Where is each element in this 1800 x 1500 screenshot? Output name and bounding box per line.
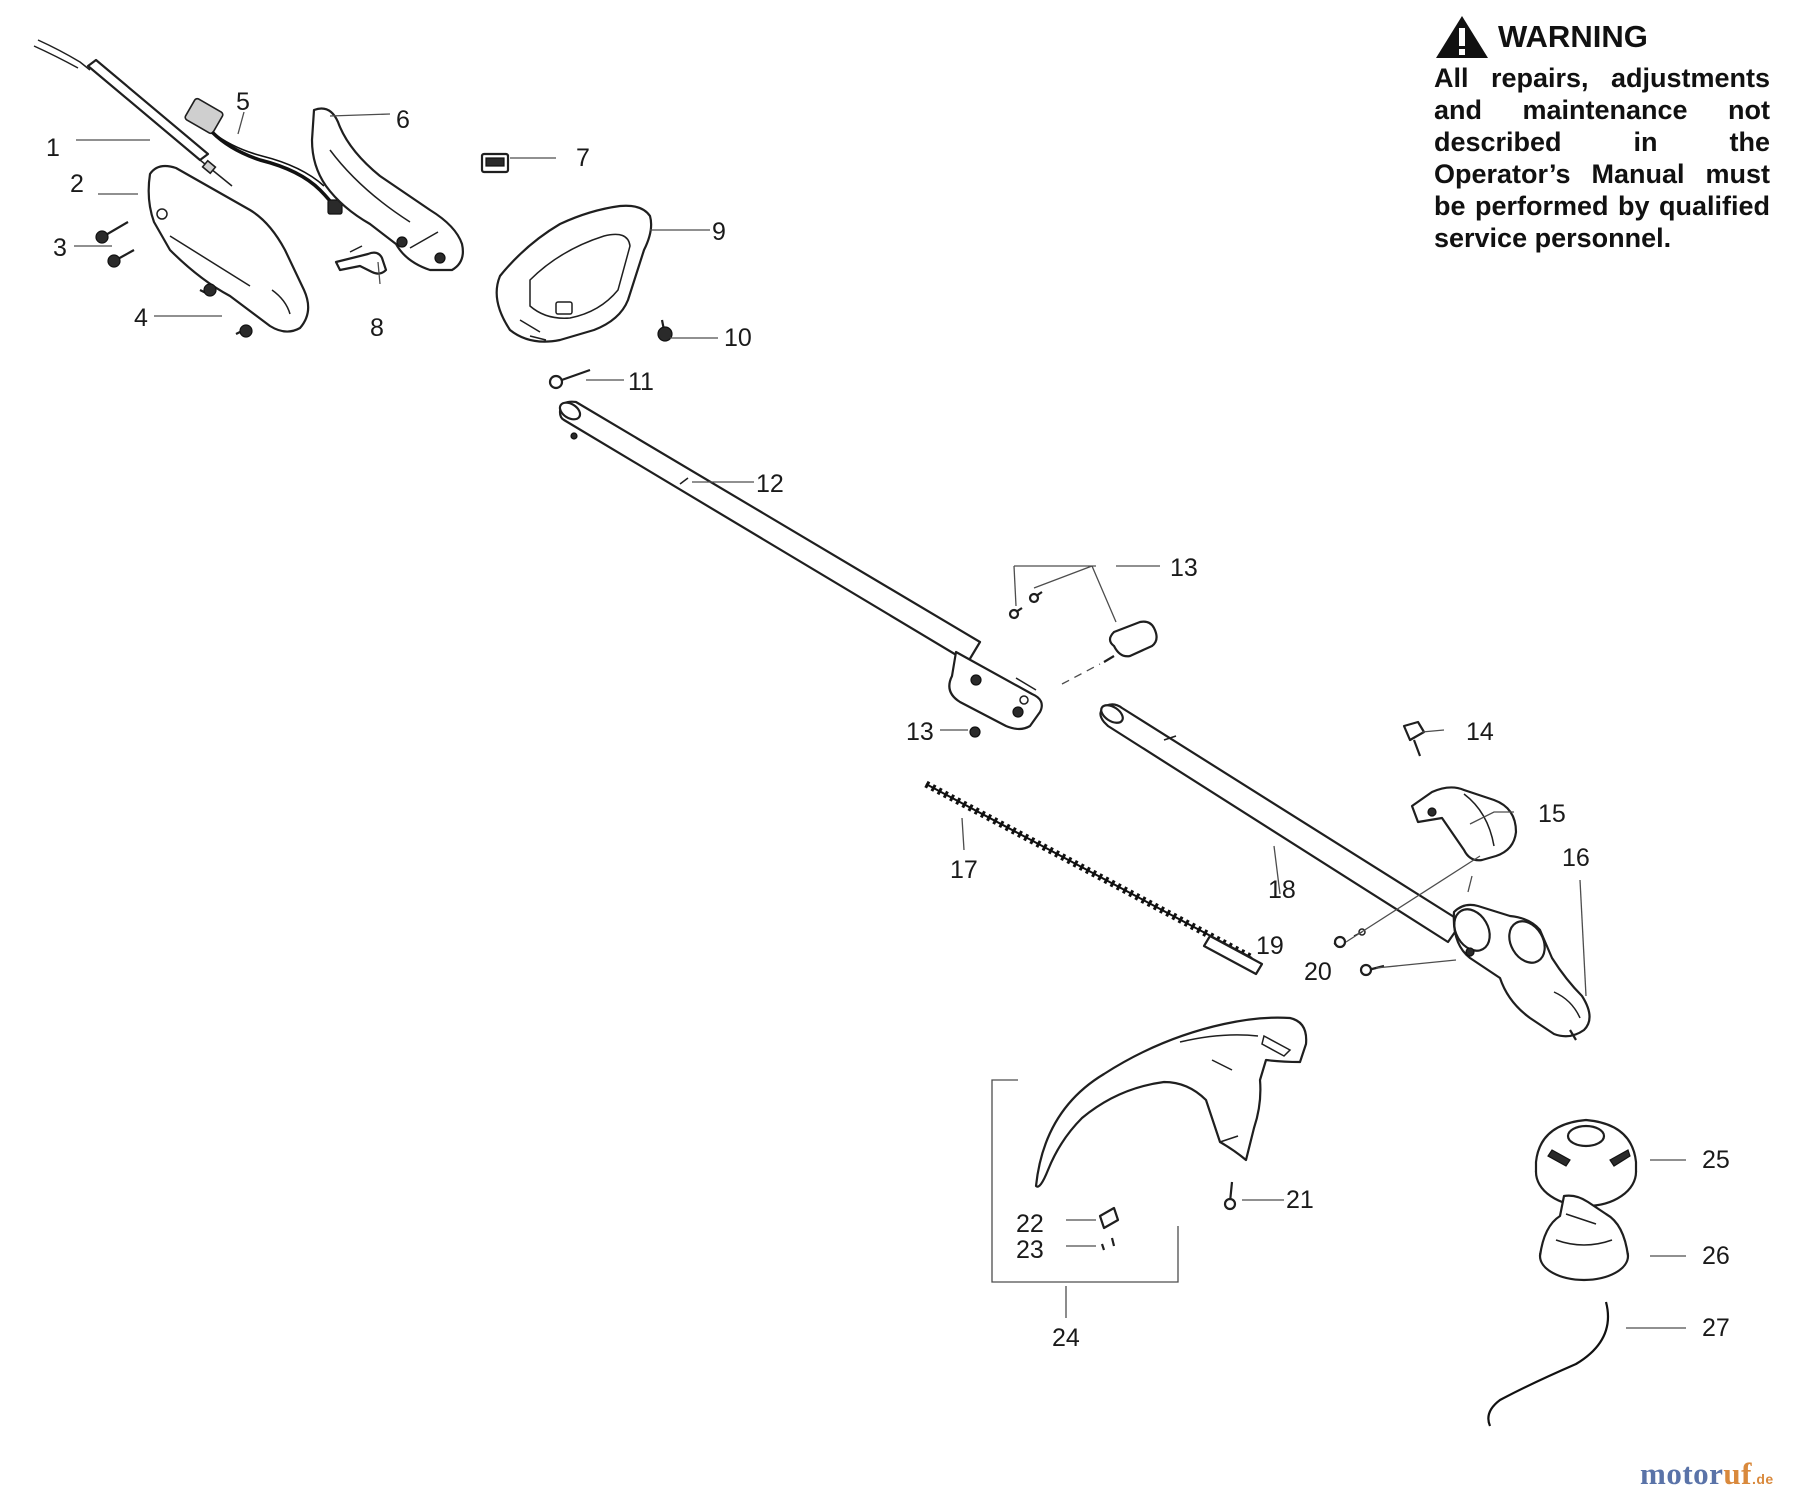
part-labels: 1 2 3 4 5 6 7 8 9 10 11 12 13 13 14 15 1…	[46, 88, 1730, 1352]
part-bolt-10	[657, 319, 673, 342]
part-trimmer-line	[1487, 1301, 1610, 1427]
label-23: 23	[1016, 1236, 1044, 1264]
label-26: 26	[1702, 1242, 1730, 1270]
watermark-logo: motoruf.de	[1640, 1456, 1774, 1492]
part-loop-handle	[495, 204, 653, 343]
part-pin-11	[548, 368, 591, 390]
part-handle-half	[147, 164, 310, 333]
label-18: 18	[1268, 876, 1296, 904]
label-10: 10	[724, 324, 752, 352]
label-17: 17	[950, 856, 978, 884]
part-screws-3	[95, 221, 135, 268]
warning-notice: WARNING All repairs, adjustments and mai…	[1434, 14, 1770, 254]
part-guard	[1034, 1016, 1308, 1188]
label-11: 11	[628, 368, 654, 396]
part-spool	[1538, 1194, 1630, 1282]
label-24: 24	[1052, 1324, 1080, 1352]
warning-title: WARNING	[1498, 19, 1648, 54]
part-screws-23	[1100, 1237, 1116, 1251]
part-throttle-cable	[33, 39, 233, 187]
part-wiring-harness	[184, 97, 343, 215]
part-screws-19-20	[1333, 928, 1385, 977]
label-6: 6	[396, 106, 410, 134]
label-22: 22	[1016, 1210, 1044, 1238]
label-15: 15	[1538, 800, 1566, 828]
part-knob-13	[969, 591, 1158, 738]
part-lower-shaft	[1099, 703, 1464, 944]
label-1: 1	[46, 134, 60, 162]
watermark-part2: uf	[1723, 1456, 1752, 1491]
part-shaft-coupler	[948, 650, 1043, 731]
label-19: 19	[1256, 932, 1284, 960]
part-trigger	[334, 245, 388, 275]
part-screws-4	[199, 283, 253, 338]
part-drive-shaft	[924, 780, 1264, 976]
label-13-left: 13	[906, 718, 934, 746]
part-wing-screw	[1402, 720, 1426, 757]
label-7: 7	[576, 144, 590, 172]
label-12: 12	[756, 470, 784, 498]
label-27: 27	[1702, 1314, 1730, 1342]
part-clamp-bracket	[1410, 786, 1518, 862]
label-3: 3	[53, 234, 67, 262]
warning-triangle-icon	[1436, 16, 1488, 58]
label-16: 16	[1562, 844, 1590, 872]
label-5: 5	[236, 88, 250, 116]
label-21: 21	[1286, 1186, 1314, 1214]
label-2: 2	[70, 170, 84, 198]
warning-header: WARNING	[1434, 14, 1770, 60]
part-gear-head	[1452, 903, 1591, 1041]
label-9: 9	[712, 218, 726, 246]
label-14: 14	[1466, 718, 1494, 746]
label-4: 4	[134, 304, 148, 332]
part-switch	[480, 152, 510, 174]
warning-text: All repairs, adjustments and maintenance…	[1434, 63, 1770, 253]
part-screw-21	[1223, 1181, 1237, 1211]
part-handle-housing	[310, 107, 464, 272]
leader-lines	[74, 111, 1686, 1329]
label-20: 20	[1304, 958, 1332, 986]
watermark-part1: motor	[1640, 1456, 1724, 1491]
label-25: 25	[1702, 1146, 1730, 1174]
label-8: 8	[370, 314, 384, 342]
part-line-cutter	[1098, 1206, 1120, 1230]
watermark-tld: .de	[1751, 1471, 1774, 1487]
part-spool-housing	[1534, 1118, 1638, 1208]
label-13-top: 13	[1170, 554, 1198, 582]
part-upper-shaft	[558, 400, 982, 664]
